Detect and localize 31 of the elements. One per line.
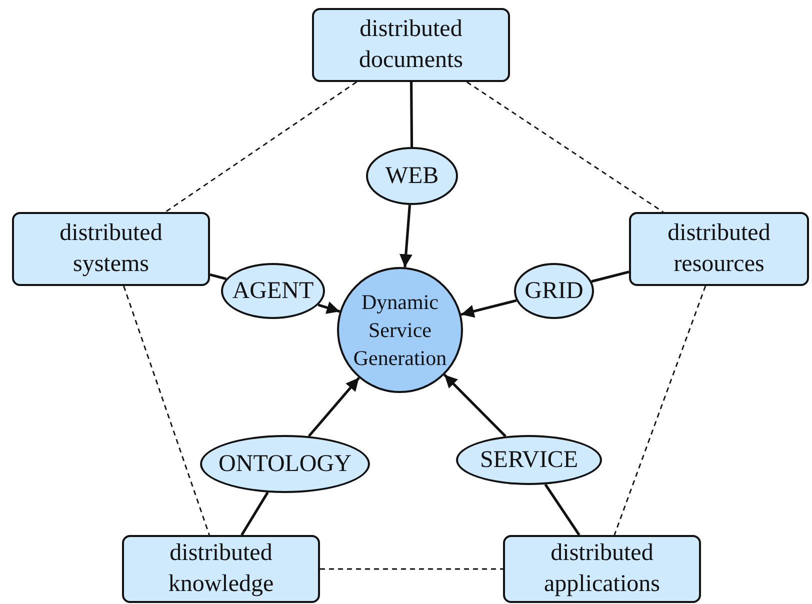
node-label: distributed systems: [58, 219, 164, 279]
connector-line: [410, 82, 414, 147]
dashed-line: [123, 286, 210, 536]
rounded-box: [503, 535, 701, 603]
arrow: [460, 299, 517, 318]
rounded-box: [122, 535, 320, 603]
rounded-box: [12, 212, 210, 286]
arrow: [318, 301, 340, 314]
dashed-line: [320, 568, 503, 570]
node-label: GRID: [524, 277, 584, 305]
node-label: distributed knowledge: [167, 539, 275, 599]
connector-line: [544, 484, 580, 536]
node-label: distributed resources: [666, 219, 772, 279]
arrow: [443, 374, 506, 438]
node-label: WEB: [385, 162, 439, 190]
node-label: AGENT: [232, 277, 314, 305]
node-label: SERVICE: [480, 446, 578, 474]
dashed-line: [466, 81, 664, 213]
dashed-line: [165, 81, 357, 213]
arrow: [308, 376, 360, 438]
connector-line: [591, 270, 630, 283]
node-label: Dynamic Service Generation: [352, 289, 448, 372]
connector-line: [240, 492, 269, 536]
rounded-box: [629, 212, 809, 286]
dashed-line: [614, 286, 706, 536]
rounded-box: [312, 8, 510, 82]
arrow: [399, 204, 412, 268]
node-label: ONTOLOGY: [218, 450, 352, 478]
node-label: distributed applications: [543, 539, 661, 599]
node-label: distributed documents: [358, 15, 464, 75]
connector-line: [210, 273, 226, 280]
